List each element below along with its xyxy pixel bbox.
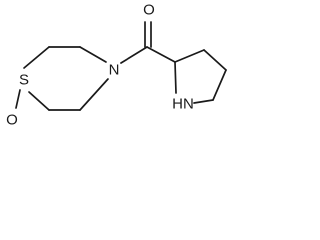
bond-c5-n bbox=[193, 99, 214, 104]
carbonyl-oxygen-label: O bbox=[143, 2, 155, 19]
chemical-structure-diagram: N S O O HN bbox=[6, 2, 227, 129]
bond-carbonyl-c-ring bbox=[146, 46, 176, 63]
bond-s-c-lower bbox=[28, 91, 50, 111]
sulfoxide-group bbox=[15, 89, 21, 109]
bond-n-c-upper bbox=[79, 46, 107, 63]
bond-c-s-upper bbox=[23, 46, 50, 69]
bond-c3-c4 bbox=[203, 49, 227, 71]
pyrrolidine-ring bbox=[174, 49, 227, 104]
bond-n-carbonyl-c bbox=[120, 46, 148, 64]
sulfoxide-oxygen-label: O bbox=[6, 112, 18, 129]
ring-nitrogen-label: N bbox=[109, 62, 120, 79]
bond-c2-c3 bbox=[174, 49, 205, 63]
bond-c-n-lower bbox=[79, 78, 109, 111]
thiomorpholine-ring bbox=[23, 46, 109, 111]
sulfur-label: S bbox=[19, 72, 29, 89]
pyrrolidine-nh-label: HN bbox=[172, 96, 194, 113]
bond-c4-c5 bbox=[212, 69, 227, 101]
bond-s-o bbox=[15, 89, 21, 109]
bond-n-c2 bbox=[174, 61, 177, 94]
amide-linkage bbox=[120, 21, 176, 64]
